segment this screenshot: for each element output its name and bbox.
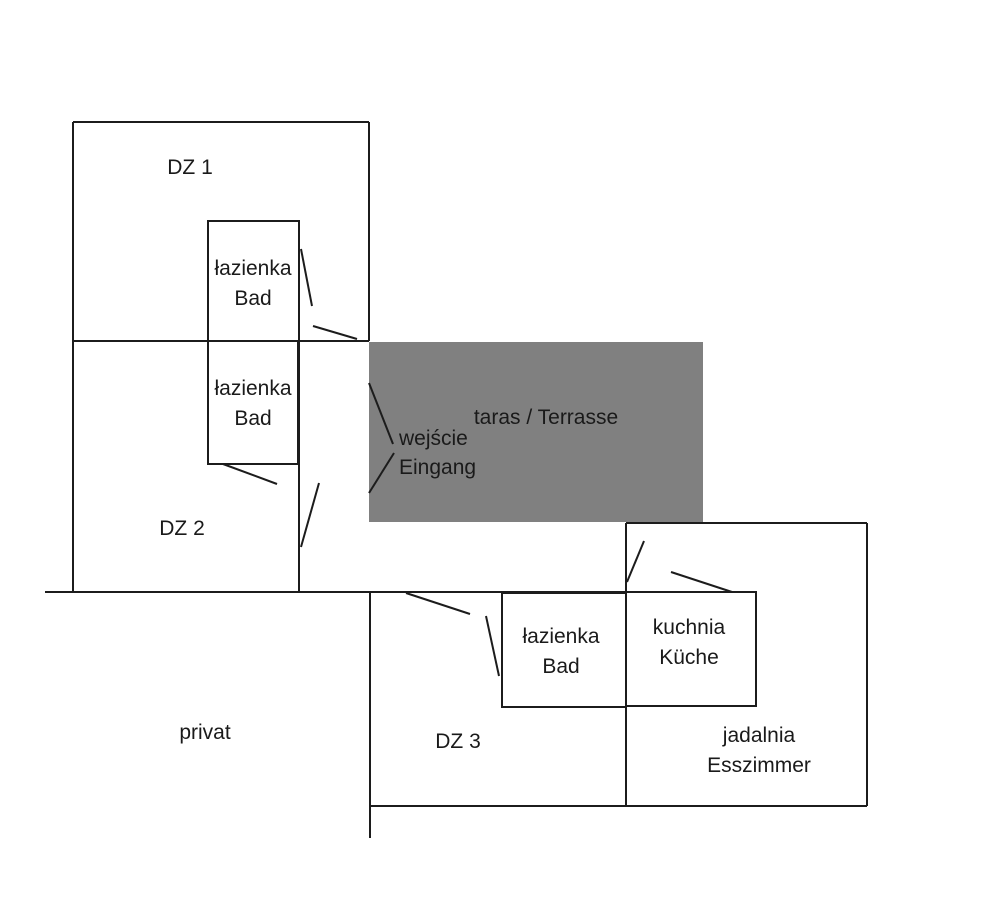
bathroom-dz1-label-pl: łazienka (214, 257, 292, 280)
room-label-dz3: DZ 3 (435, 730, 481, 753)
dining-label-pl: jadalnia (722, 724, 796, 747)
door-bathroom-dz1-swing (312, 325, 358, 340)
door-bathroom-dz2-swing (222, 463, 278, 485)
kitchen-label-pl: kuchnia (652, 616, 726, 639)
room-label-dining: jadalnia Esszimmer (707, 721, 811, 781)
bathroom-dz1-label-de: Bad (234, 287, 272, 310)
walls (45, 121, 868, 838)
entrance-label-de: Eingang (399, 456, 477, 479)
room-label-kitchen: kuchnia Küche (653, 613, 725, 673)
room-label-dz2: DZ 2 (159, 517, 205, 540)
entrance-label-pl: wejście (399, 427, 468, 450)
bathroom-dz2-label-de: Bad (234, 407, 272, 430)
door-bathroom-dz1-leaf (300, 248, 313, 307)
door-entrance-lower-leaf (368, 452, 395, 494)
bathroom-dz2-box (207, 340, 299, 465)
bathroom-dz2-label-pl: łazienka (214, 377, 292, 400)
door-dining-swing (670, 571, 733, 593)
door-dining-leaf (626, 540, 645, 583)
door-swings (222, 248, 733, 677)
room-label-dz1: DZ 1 (167, 156, 213, 179)
door-dz3-swing (405, 592, 471, 615)
bathroom-dz3-label-pl: łazienka (522, 625, 600, 648)
entrance-label: wejście Eingang (399, 424, 476, 482)
private-area-label: privat (179, 721, 231, 744)
room-label-bathroom-dz3: łazienka Bad (522, 622, 599, 682)
room-label-bathroom-dz1: łazienka Bad (214, 254, 291, 314)
terrace-area (369, 342, 703, 522)
dining-label-de: Esszimmer (707, 754, 811, 777)
bathroom-dz3-label-de: Bad (542, 655, 580, 678)
kitchen-box (625, 591, 757, 707)
door-entrance-upper-leaf (368, 382, 394, 445)
room-label-bathroom-dz2: łazienka Bad (214, 374, 291, 434)
door-bathroom-dz3-leaf (485, 615, 500, 677)
room-label-terrace: taras / Terrasse (473, 406, 619, 429)
door-dz2-leaf (300, 482, 320, 548)
kitchen-label-de: Küche (659, 646, 719, 669)
